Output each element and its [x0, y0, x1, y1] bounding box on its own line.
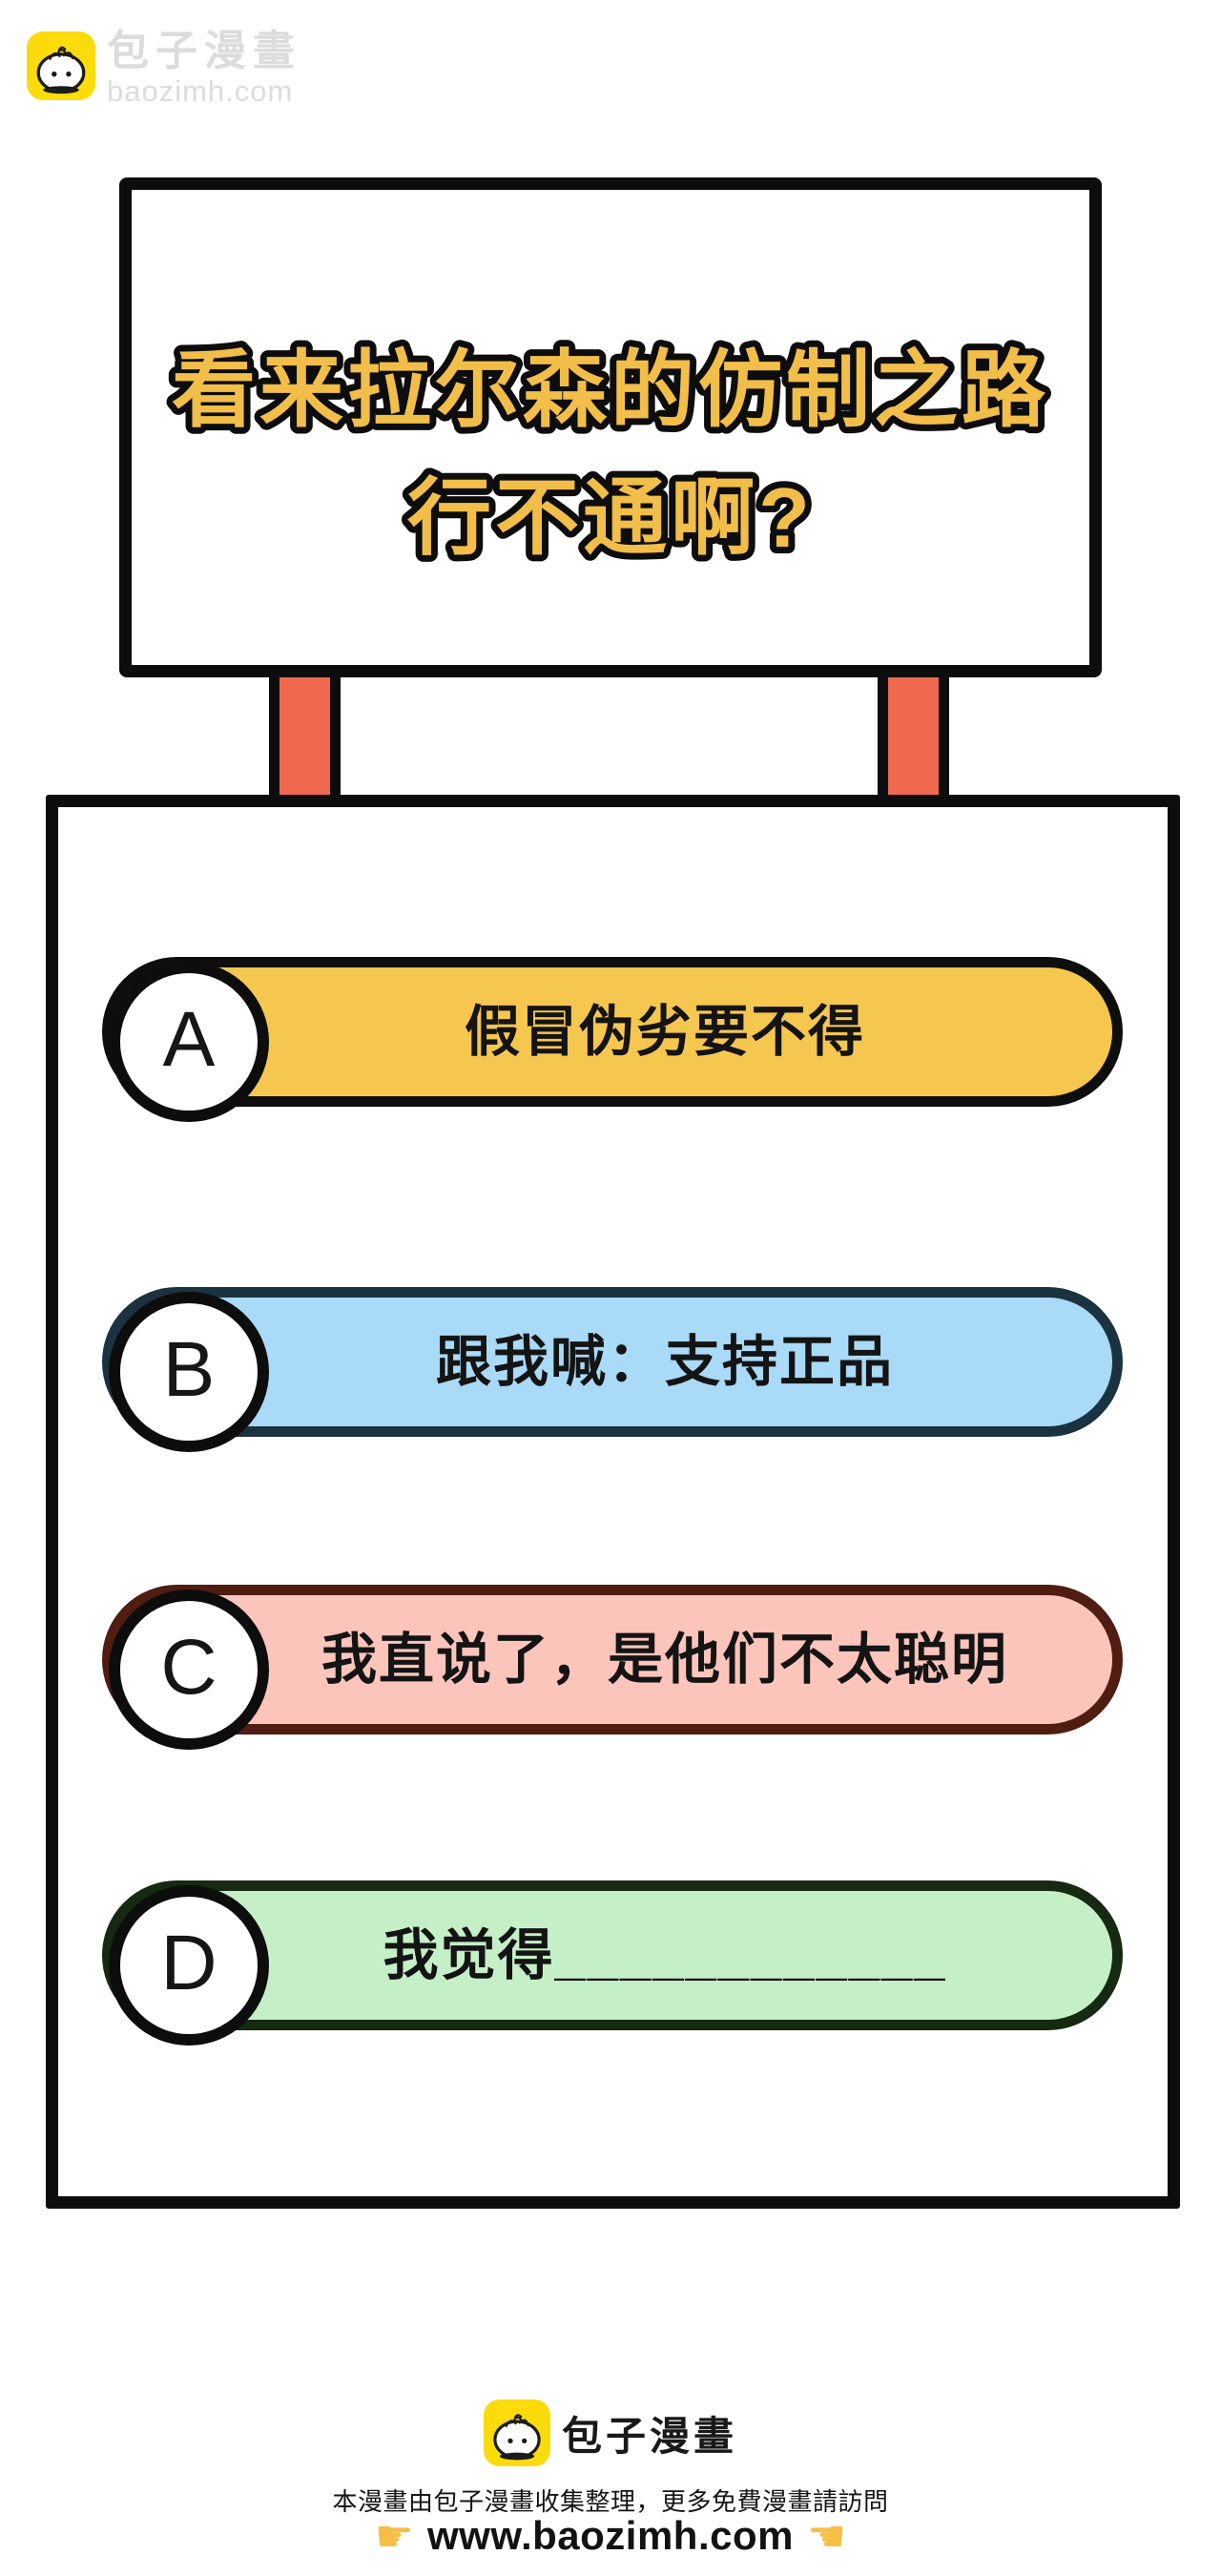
site-watermark: 包子漫畫 baozimh.com — [27, 28, 301, 109]
option-label: 我直说了，是他们不太聪明 — [321, 1628, 1008, 1691]
option-pill-D[interactable]: D 我觉得____________ — [102, 1880, 1123, 2046]
option-letter: B — [162, 1326, 216, 1413]
footer-notice: 本漫畫由包子漫畫收集整理，更多免費漫畫請訪問 — [332, 2487, 889, 2516]
baozi-logo-icon — [483, 2399, 550, 2466]
option-letter: D — [160, 1920, 217, 2006]
question-signboard: 看来拉尔森的仿制之路 行不通啊? — [119, 177, 1102, 677]
option-letter-badge: A — [109, 962, 269, 1122]
question-line1: 看来拉尔森的仿制之路 — [172, 343, 1049, 437]
option-letter: A — [162, 996, 216, 1083]
option-label: 我觉得____________ — [383, 1923, 947, 1986]
option-letter: C — [160, 1624, 217, 1711]
pointing-hand-right-icon: ☛ — [374, 2511, 414, 2561]
sign-post-left — [269, 668, 341, 807]
watermark-texts: 包子漫畫 baozimh.com — [107, 28, 301, 109]
option-pill-B[interactable]: B 跟我喊：支持正品 — [102, 1287, 1123, 1452]
option-pill-C[interactable]: C 我直说了，是他们不太聪明 — [102, 1585, 1123, 1750]
option-pill-A[interactable]: A 假冒伪劣要不得 — [102, 957, 1123, 1122]
footer-url-row: ☛ www.baozimh.com ☚ — [0, 2513, 1221, 2559]
question-text-graphic: 看来拉尔森的仿制之路 行不通啊? — [165, 336, 1052, 571]
option-letter-badge: D — [109, 1885, 269, 2046]
watermark-domain: baozimh.com — [107, 74, 294, 109]
pointing-hand-left-icon: ☚ — [806, 2511, 847, 2561]
footer-url[interactable]: www.baozimh.com — [427, 2513, 794, 2558]
sign-post-right — [878, 668, 949, 807]
option-label: 假冒伪劣要不得 — [464, 1000, 865, 1063]
baozi-logo-icon — [27, 31, 95, 100]
option-letter-badge: C — [109, 1589, 269, 1750]
footer-brand: 包子漫畫 — [561, 2413, 737, 2459]
question-line2: 行不通啊? — [407, 470, 814, 565]
option-letter-badge: B — [109, 1292, 269, 1452]
option-label: 跟我喊：支持正品 — [435, 1330, 894, 1393]
footer-brand-row: 包子漫畫 — [0, 2397, 1221, 2469]
watermark-brand: 包子漫畫 — [107, 28, 301, 74]
